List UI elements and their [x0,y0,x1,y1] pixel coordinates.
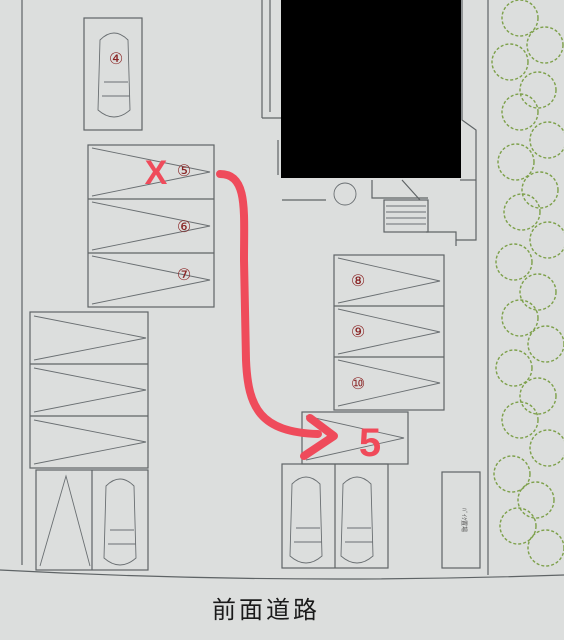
parking-spot-4 [83,17,143,131]
tree-icon [519,377,557,415]
road-edge-line [0,569,564,580]
road-label: 前面道路 [212,596,320,624]
spot-label-8: ⑧ [351,271,365,290]
tree-icon [501,401,539,439]
tree-icon [529,221,564,259]
tree-icon [491,43,529,81]
redacted-area [281,0,461,178]
tree-icon [499,507,537,545]
tree-icon [529,429,564,467]
spot-label-7: ⑦ [177,265,191,284]
tree-icon [519,273,557,311]
tree-icon [501,93,539,131]
triangle-marker [39,474,91,567]
spot-label-6: ⑥ [177,217,191,236]
spot-label-10: ⑩ [351,374,365,393]
tree-icon [527,325,564,363]
parking-block-5-7 [87,144,215,308]
building-outline [261,0,477,246]
tree-icon [503,193,541,231]
tree-icon [501,0,539,37]
car-icon [103,478,137,566]
tree-icon [495,243,533,281]
tree-icon [527,529,564,567]
spot-label-9: ⑨ [351,322,365,341]
tree-icon [501,299,539,337]
spot-label-4: ④ [109,49,123,68]
tree-row [491,0,564,567]
car-icon [340,476,374,564]
tree-icon [519,71,557,109]
parking-block-left [29,311,149,469]
car-icon [289,476,323,564]
bike-parking-area [441,471,481,569]
red-route-arrow [216,170,322,438]
tree-icon [517,481,555,519]
tree-icon [495,349,533,387]
tree-icon [497,143,535,181]
bike-parking-label: ﾊﾞｲｸ置場 [460,508,468,532]
car-icon [97,32,131,118]
tree-icon [493,455,531,493]
tree-icon [529,121,564,159]
arrow-head-icon [300,414,338,460]
tree-icon [521,171,559,209]
parking-block-8-10 [333,254,445,411]
tree-icon [526,26,564,64]
cross-mark-icon: X [145,154,168,192]
spot-label-5: ⑤ [177,161,191,180]
new-spot-label: 5 [359,421,381,465]
